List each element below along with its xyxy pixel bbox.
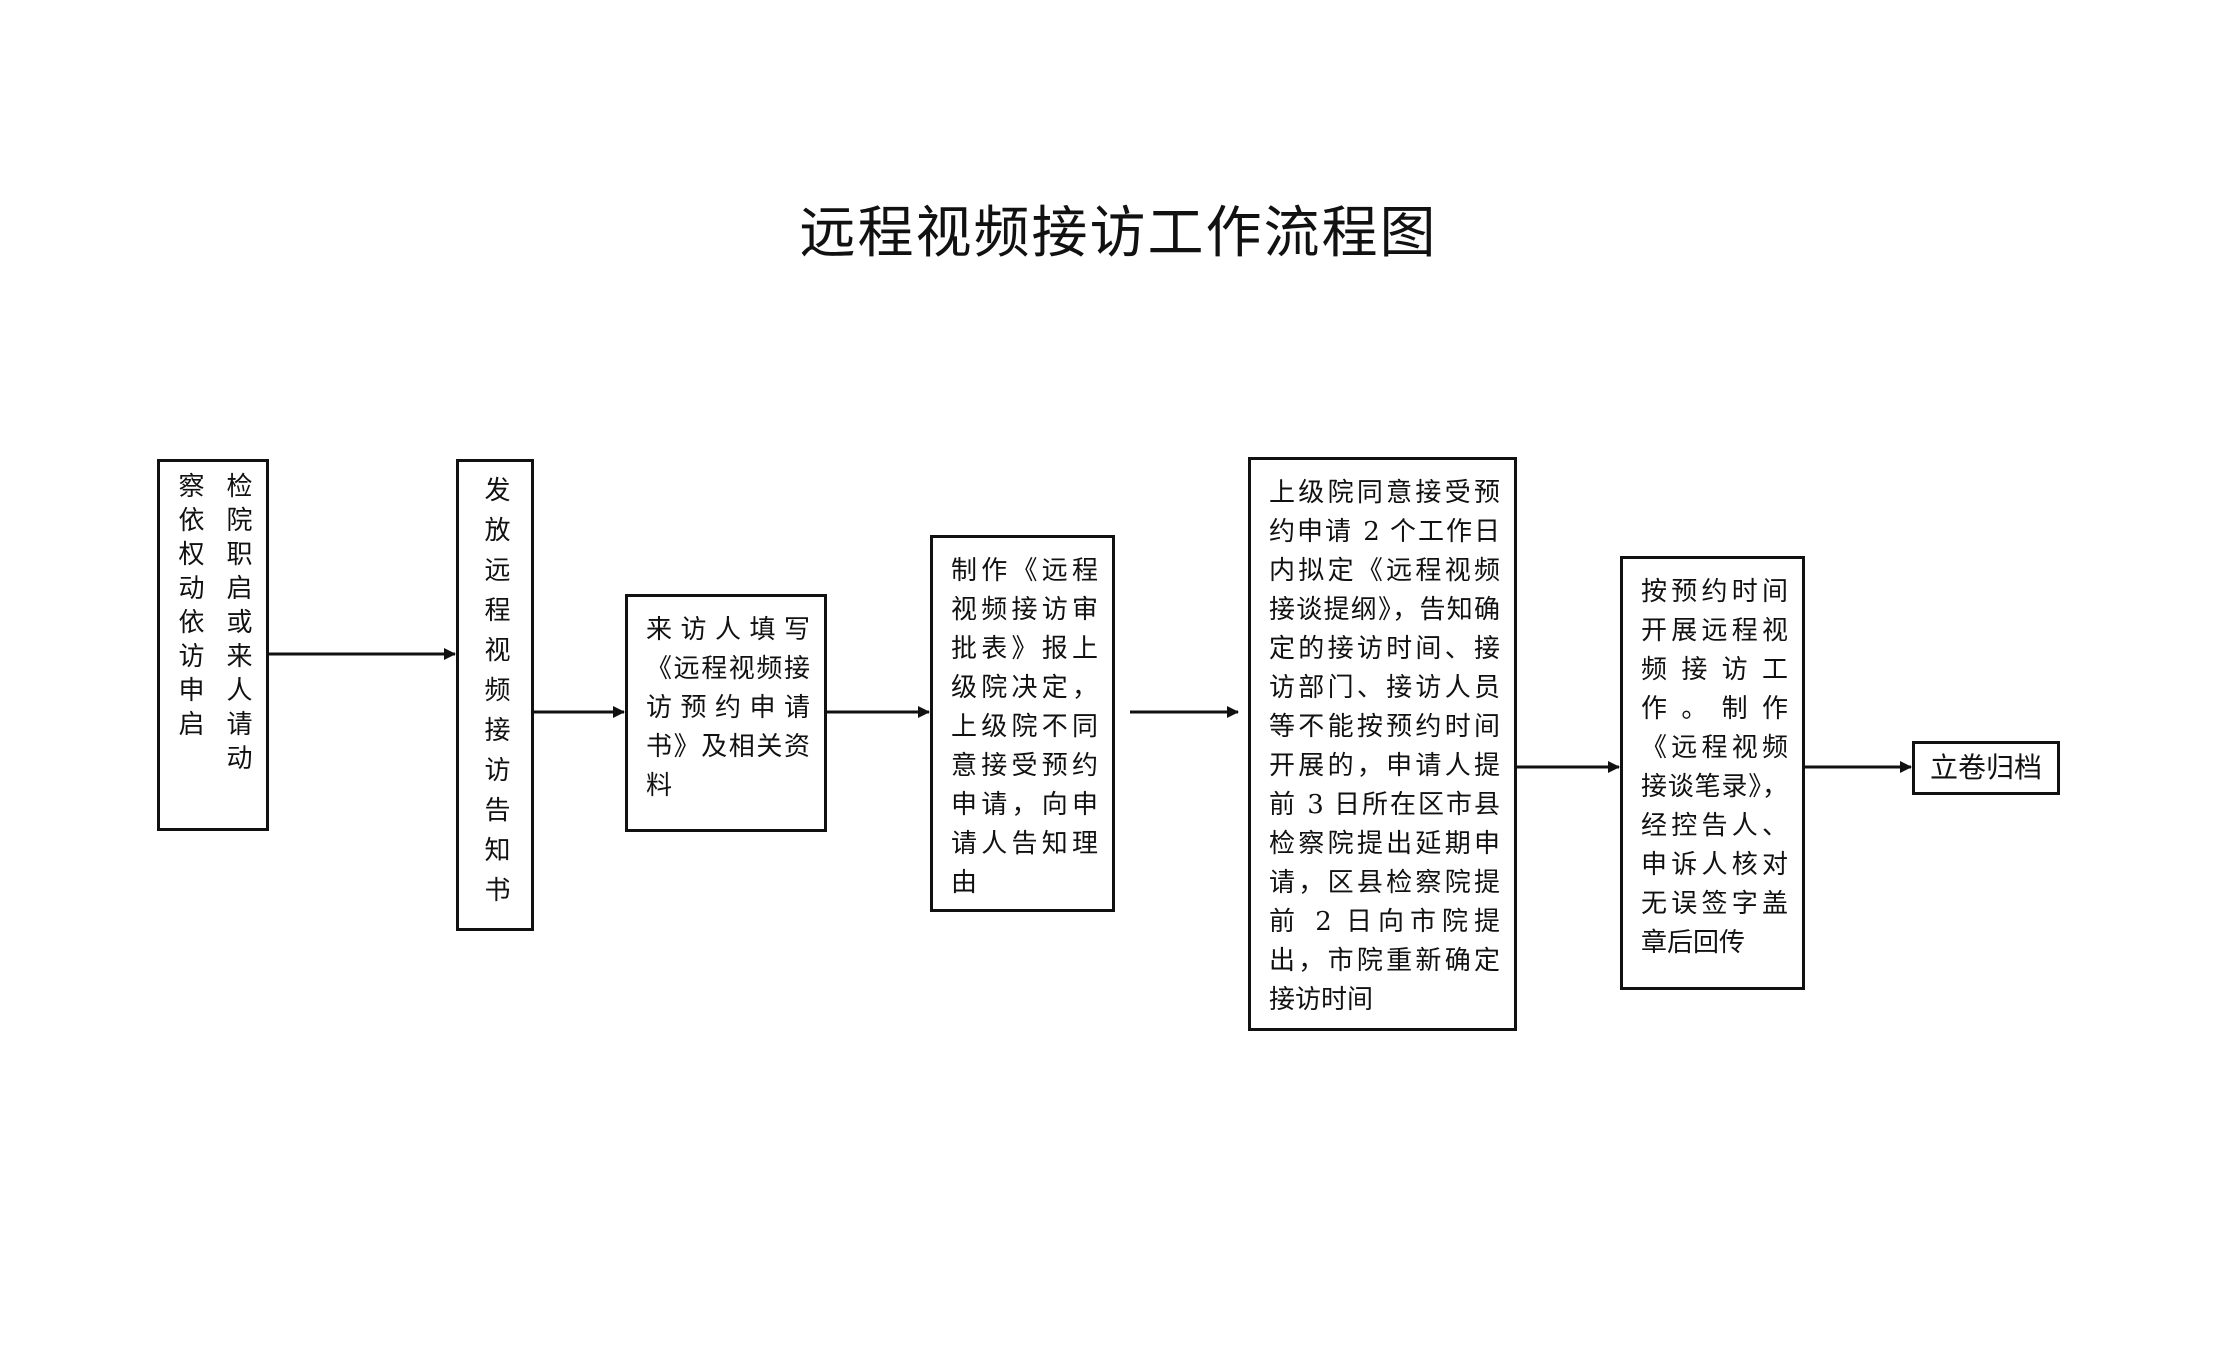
node-approval-text: 制作《远程视频接访审批表》报上级院决定，上级院不同意接受预约申请，向申请人告知理… [951, 556, 1098, 898]
node-notice: 发放远程视频接访告知书 [456, 459, 534, 931]
node-conduct-text: 按预约时间开展远程视频接访工作。制作《远程视频接谈笔录》，经控告人、申诉人核对无… [1641, 577, 1788, 958]
node-schedule-text: 上级院同意接受预约申请 2 个工作日内拟定《远程视频接谈提纲》，告知确定的接访时… [1269, 478, 1500, 1015]
page-title: 远程视频接访工作流程图 [799, 201, 1438, 266]
node-notice-text: 发放远程视频接访告知书 [480, 476, 510, 916]
node-application: 来访人填写《远程视频接访预约申请书》及相关资料 [625, 594, 827, 832]
node-initiate-col-left: 检院职启或来人请动 [222, 472, 252, 778]
node-archive: 立卷归档 [1912, 741, 2060, 795]
node-application-text: 来访人填写《远程视频接访预约申请书》及相关资料 [646, 615, 810, 801]
node-conduct: 按预约时间开展远程视频接访工作。制作《远程视频接谈笔录》，经控告人、申诉人核对无… [1620, 556, 1805, 990]
node-initiate-col-right: 察依权动依访申启 [174, 472, 204, 744]
node-initiate: 察依权动依访申启 检院职启或来人请动 [157, 459, 269, 831]
node-archive-text: 立卷归档 [1929, 751, 2042, 784]
node-schedule: 上级院同意接受预约申请 2 个工作日内拟定《远程视频接谈提纲》，告知确定的接访时… [1248, 457, 1517, 1031]
node-approval: 制作《远程视频接访审批表》报上级院决定，上级院不同意接受预约申请，向申请人告知理… [930, 535, 1115, 912]
